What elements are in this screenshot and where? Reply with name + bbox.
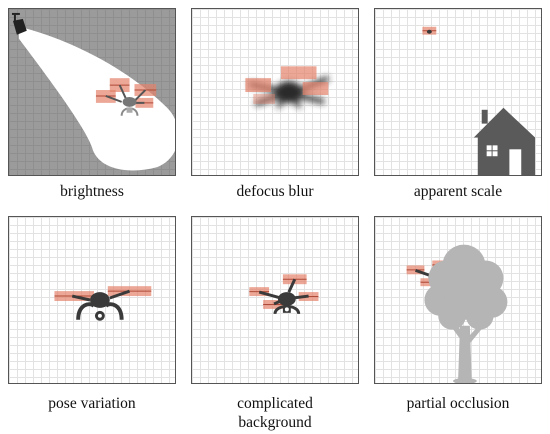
caption-brightness: brightness	[60, 183, 124, 200]
tiny-drone-icon	[422, 26, 437, 35]
caption-partial-occlusion: partial occlusion	[406, 395, 510, 412]
caption-defocus-blur: defocus blur	[236, 183, 314, 200]
defocus-blur-illustration	[245, 66, 330, 109]
brightness-illustration	[11, 12, 175, 171]
apparent-scale-illustration	[422, 26, 536, 175]
panel-apparent-scale	[374, 8, 542, 176]
complicated-background-illustration	[249, 274, 319, 315]
spotlight-icon	[11, 12, 27, 35]
caption-complicated-background: complicated background	[237, 395, 313, 431]
panel-defocus-blur	[191, 8, 359, 176]
panel-brightness	[8, 8, 176, 176]
drone-icon	[249, 274, 319, 315]
partial-occlusion-illustration	[406, 244, 508, 383]
caption-apparent-scale: apparent scale	[413, 183, 503, 200]
tree-icon	[424, 244, 508, 383]
drone-icon	[95, 78, 157, 116]
house-icon	[473, 107, 536, 175]
panel-pose-variation	[8, 216, 176, 384]
pose-variation-illustration	[54, 286, 152, 321]
blurred-propellers	[245, 66, 329, 104]
panel-partial-occlusion	[374, 216, 542, 384]
panel-complicated-background	[191, 216, 359, 384]
caption-pose-variation: pose variation	[48, 395, 136, 412]
drone-front-view-icon	[54, 286, 152, 321]
